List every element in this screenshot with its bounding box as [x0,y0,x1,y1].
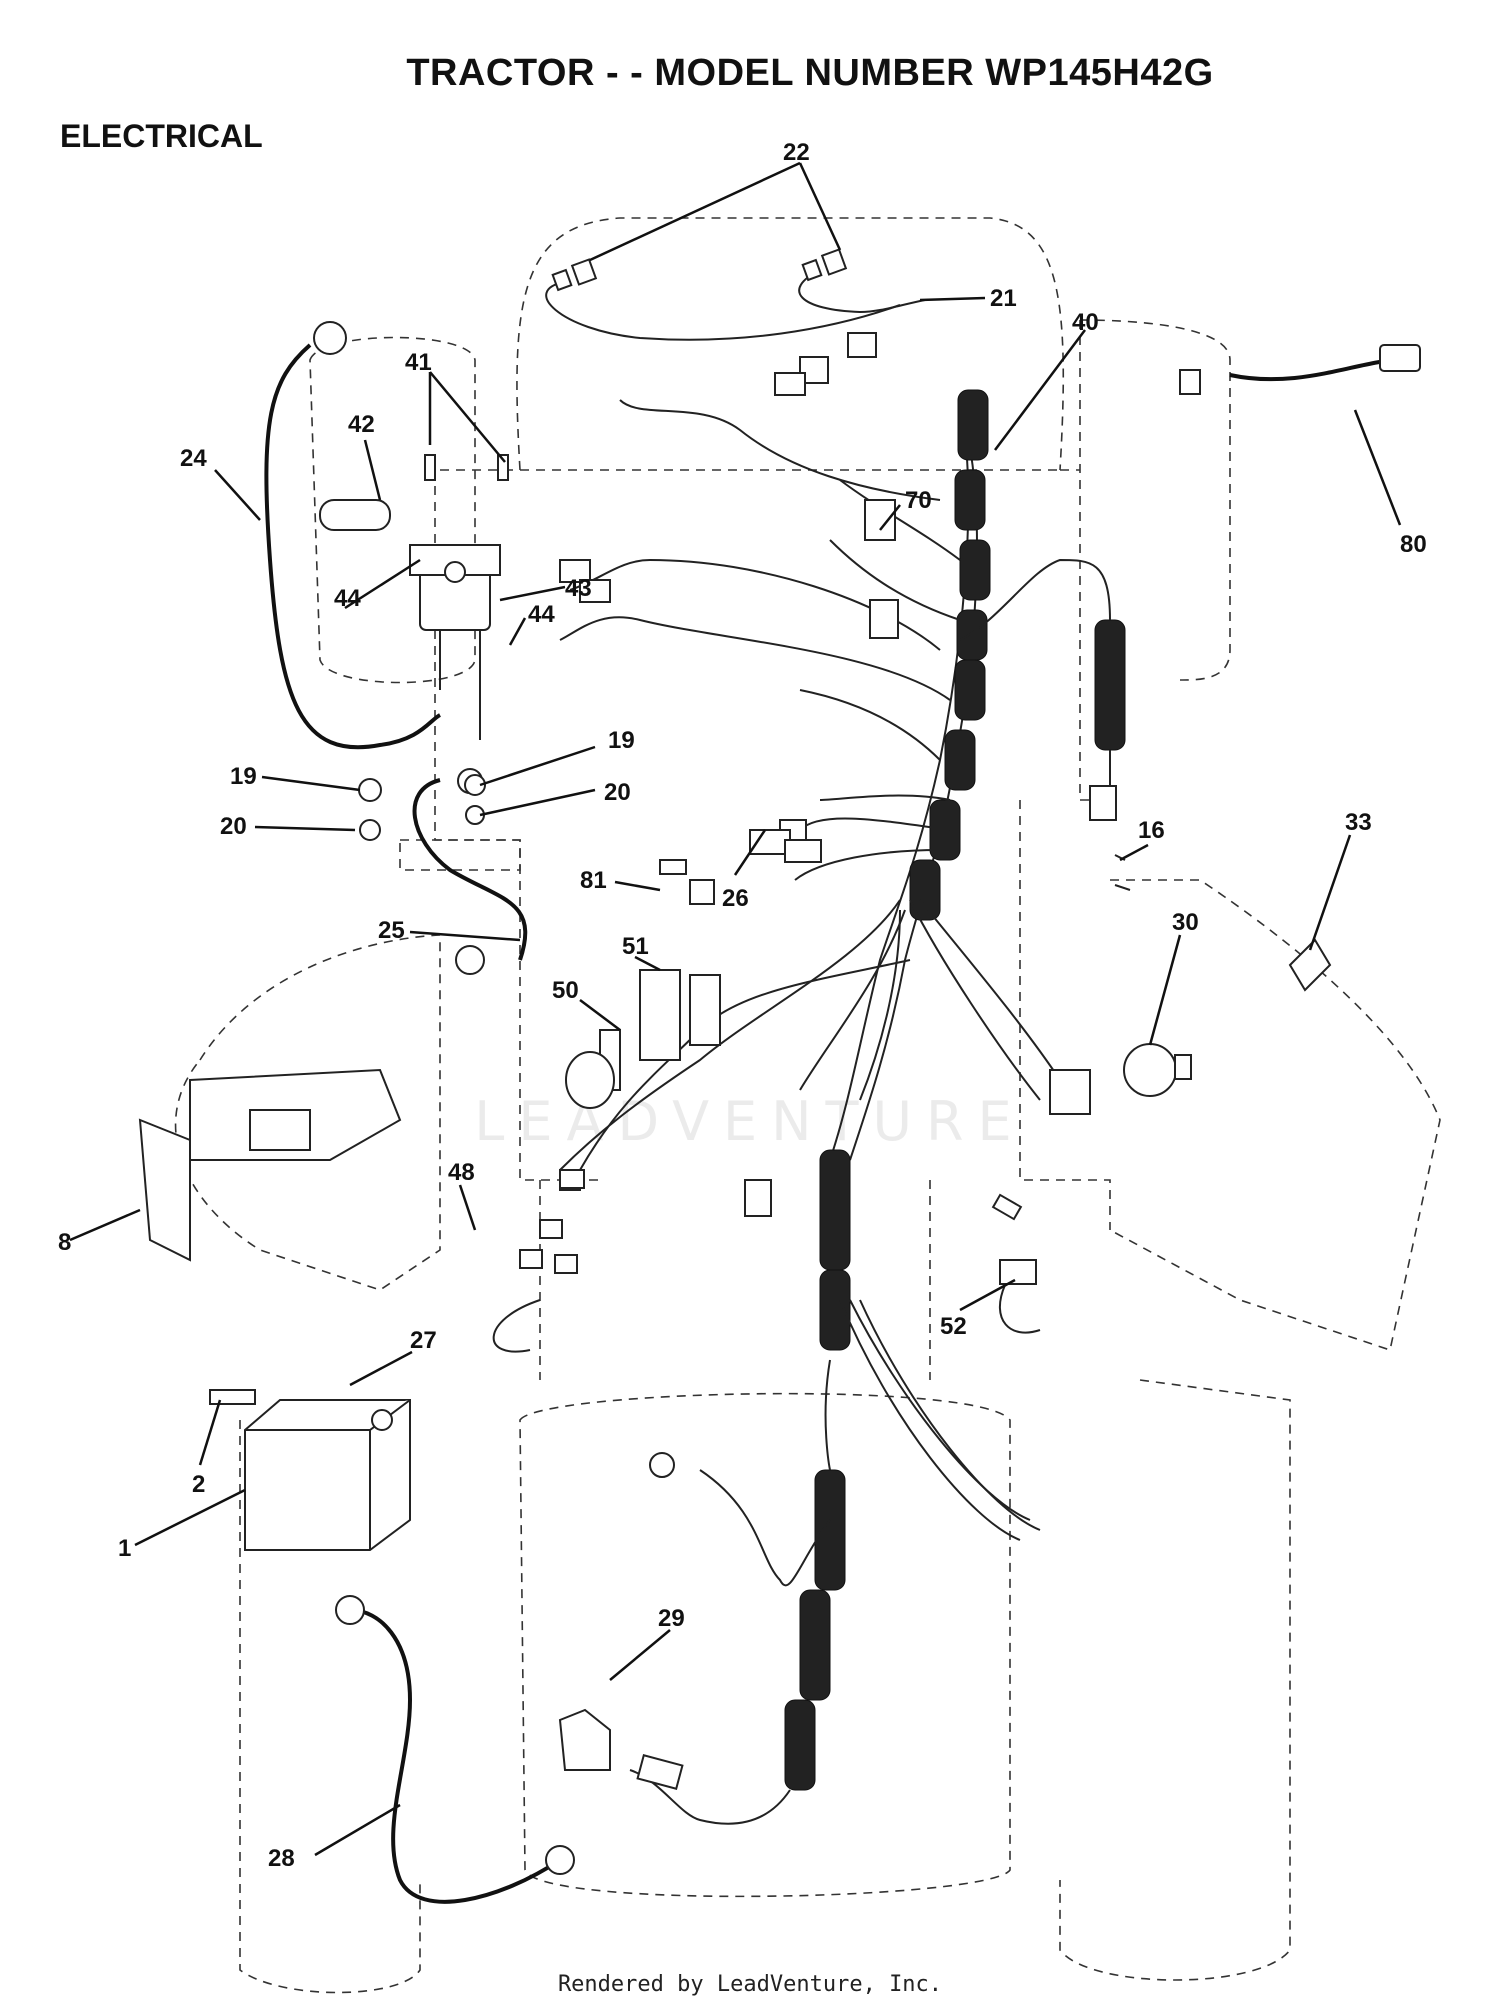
callout-44-right: 44 [528,601,555,628]
callout-20-right: 20 [604,779,631,806]
callout-2: 2 [192,1471,205,1498]
callout-19-left: 19 [230,763,257,790]
callout-50: 50 [552,977,579,1004]
callout-44-left: 44 [334,585,361,612]
callout-70: 70 [905,487,932,514]
callout-30: 30 [1172,909,1199,936]
switches [492,829,1332,1790]
battery-support [138,1068,402,1262]
callout-43: 43 [565,575,592,602]
callout-48: 48 [448,1159,475,1186]
section-title: ELECTRICAL [60,118,263,154]
callout-labels: 22 21 40 41 42 24 70 80 43 44 44 19 19 2… [58,139,1427,1872]
callout-80: 80 [1400,531,1427,558]
callout-27: 27 [410,1327,437,1354]
callout-19-right: 19 [608,727,635,754]
callout-41: 41 [405,349,432,376]
callout-leaders [69,161,1402,1857]
leadventure-watermark: LEADVENTURE [474,1090,1026,1153]
footer-credit: Rendered by LeadVenture, Inc. [557,1972,943,1997]
callout-25: 25 [378,917,405,944]
callout-28: 28 [268,1845,295,1872]
callout-20-left: 20 [220,813,247,840]
callout-51: 51 [622,933,649,960]
callout-52: 52 [940,1313,967,1340]
headlight-harness [545,248,926,396]
callout-22: 22 [783,139,810,166]
callout-81: 81 [580,867,607,894]
callout-40: 40 [1072,309,1099,336]
diagram-title: TRACTOR - - MODEL NUMBER WP145H42G [406,52,1214,94]
callout-33: 33 [1345,809,1372,836]
battery [209,1389,411,1551]
starter-solenoid [319,454,509,740]
battery-cables [264,321,1421,1904]
callout-29: 29 [658,1605,685,1632]
callout-42: 42 [348,411,375,438]
main-wire-harness [559,389,1126,1825]
callout-24: 24 [180,445,207,472]
callout-8: 8 [58,1229,71,1256]
callout-21: 21 [990,285,1017,312]
callout-26: 26 [722,885,749,912]
callout-16: 16 [1138,817,1165,844]
callout-1: 1 [118,1535,131,1562]
